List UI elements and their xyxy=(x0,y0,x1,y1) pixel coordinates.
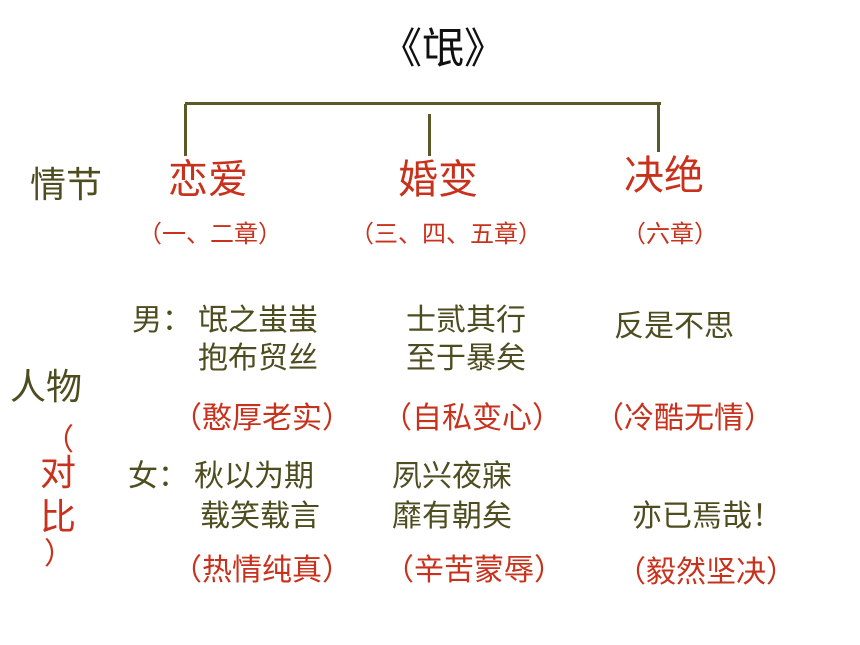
male-line-3a: 反是不思 xyxy=(614,309,734,344)
contrast-paren-open: （ xyxy=(44,423,74,458)
female-line-2b: 靡有朝矣 xyxy=(392,499,512,534)
male-trait-1: （憨厚老实） xyxy=(172,401,352,436)
female-trait-1: （热情纯真） xyxy=(172,553,352,588)
female-line-2a: 夙兴夜寐 xyxy=(392,459,512,494)
female-line-1a: 秋以为期 xyxy=(194,459,314,494)
female-trait-2: （辛苦蒙辱） xyxy=(384,553,564,588)
female-trait-3: （毅然坚决） xyxy=(616,555,796,590)
connector-middle xyxy=(428,114,431,156)
chapters-love: （一、二章） xyxy=(138,220,282,248)
male-trait-3: （冷酷无情） xyxy=(594,401,774,436)
contrast-char-2: 比 xyxy=(40,497,77,538)
page-title: 《氓》 xyxy=(380,24,507,73)
female-line-3a: 亦已焉哉！ xyxy=(632,499,782,534)
male-line-1a: 氓之蚩蚩 xyxy=(198,303,318,338)
female-line-1b: 载笑载言 xyxy=(200,499,320,534)
male-line-2a: 士贰其行 xyxy=(406,303,526,338)
chapters-break: （六章） xyxy=(622,220,718,248)
connector-left xyxy=(184,104,187,156)
label-people: 人物 xyxy=(10,367,83,408)
label-plot: 情节 xyxy=(30,165,103,206)
stage-break: 决绝 xyxy=(624,153,704,199)
connector-right xyxy=(657,104,660,152)
male-trait-2: （自私变心） xyxy=(382,401,562,436)
female-prefix: 女： xyxy=(128,459,188,494)
male-line-2b: 至于暴矣 xyxy=(406,341,526,376)
male-prefix: 男： xyxy=(132,303,192,338)
contrast-char-1: 对 xyxy=(40,453,77,494)
connector-horizontal xyxy=(185,102,661,105)
male-line-1b: 抱布贸丝 xyxy=(198,341,318,376)
contrast-paren-close: ） xyxy=(44,537,74,572)
chapters-marriage-change: （三、四、五章） xyxy=(350,220,542,248)
stage-love: 恋爱 xyxy=(168,157,248,203)
stage-marriage-change: 婚变 xyxy=(398,157,478,203)
